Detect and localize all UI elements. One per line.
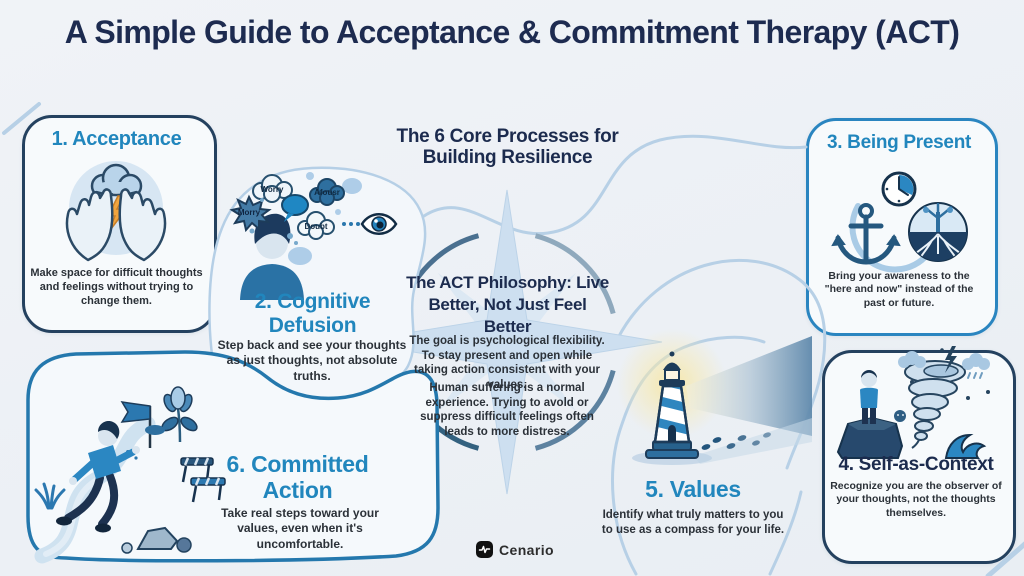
values-desc: Identify what truly matters to you to us…	[601, 509, 785, 536]
tornado	[904, 360, 966, 449]
person-torso	[240, 264, 304, 300]
bubble-label-doubt: Doubt	[304, 222, 328, 231]
brand-footer: Cenario	[430, 541, 600, 558]
self-as-context-title: 4. Self-as-Context	[838, 454, 994, 475]
compass-rose-icon	[351, 189, 663, 495]
mound	[145, 425, 165, 435]
center-body2: Human suffering is a normal experience. …	[420, 382, 594, 439]
values-title: 5. Values	[645, 476, 741, 502]
footprint-trail	[694, 418, 812, 464]
page-title: A Simple Guide to Acceptance & Commitmen…	[64, 14, 960, 50]
rain-marks	[967, 372, 983, 379]
rooted-tree-icon	[908, 202, 968, 262]
bubble-tail-dots	[249, 198, 298, 245]
hands-holding-storm-cloud-icon	[65, 161, 167, 262]
curve-cognitive-to-present	[422, 134, 808, 236]
flower	[161, 386, 198, 443]
being-present-title: 3. Being Present	[826, 132, 972, 153]
corner-line-bottom-right	[985, 541, 1024, 576]
cupped-hands	[65, 188, 167, 262]
worry-bubble	[252, 174, 293, 203]
accent-bubbles	[288, 172, 362, 265]
acceptance-title: 1. Acceptance	[51, 128, 182, 150]
center-heading: The ACT Philosophy: Live Better, Not Jus…	[406, 273, 609, 337]
anchor-clock-rooted-tree-icon	[831, 171, 968, 273]
running-person	[56, 421, 140, 533]
morry-burst	[229, 194, 272, 233]
dark-lightning-bolt	[945, 346, 957, 373]
page-subtitle: The 6 Core Processes for Building Resili…	[396, 126, 619, 169]
grass-tuft	[34, 482, 66, 510]
self-as-context-desc: Recognize you are the observer of your t…	[830, 480, 1002, 519]
acceptance-desc: Make space for difficult thoughts and fe…	[30, 267, 203, 308]
values-blob-right	[768, 490, 803, 576]
being-present-desc: Bring your awareness to the "here and no…	[824, 270, 974, 309]
storm-clouds	[898, 351, 990, 370]
person-thought-bubbles-eye-icon	[208, 166, 427, 404]
eye-dotted-line	[342, 222, 360, 226]
bubble-label-worry: Worry	[260, 185, 284, 194]
face-dot	[894, 410, 906, 422]
observer-person	[860, 370, 878, 424]
center-body1: The goal is psychological flexibility. T…	[409, 335, 605, 392]
bubble-label-morry: Morry	[237, 208, 261, 217]
brand-name: Cenario	[499, 541, 554, 558]
eye-icon	[360, 213, 398, 235]
wave	[944, 433, 987, 459]
corner-line-top-left	[2, 102, 41, 135]
footprints	[701, 432, 771, 450]
person-running-winding-path-icon	[26, 350, 440, 564]
clock-icon	[881, 171, 917, 207]
cenario-logo-icon	[476, 541, 494, 558]
observer-on-rock-storm-icon	[836, 346, 990, 459]
cognitive-defusion-desc: Step back and see your thoughts as just …	[217, 338, 407, 383]
anchor-icon	[831, 203, 901, 265]
committed-action-title: 6. Committed Action	[226, 451, 369, 503]
rocks	[121, 526, 192, 554]
light-beam	[686, 336, 812, 436]
afousr-bubble	[309, 178, 345, 206]
bubble-label-afousr: Afousr	[314, 188, 340, 197]
hurdles	[180, 457, 226, 503]
spark-dots	[910, 348, 990, 400]
lighthouse-beam-footprints-icon	[617, 329, 812, 465]
cognitive-defusion-title: 2. Cognitive Defusion	[254, 290, 371, 337]
committed-action-desc: Take real steps toward your values, even…	[221, 506, 379, 551]
lighthouse-door	[668, 425, 676, 442]
compass-main-star	[351, 189, 663, 495]
doubt-bubble	[297, 211, 335, 240]
speech-bubble	[281, 194, 309, 222]
